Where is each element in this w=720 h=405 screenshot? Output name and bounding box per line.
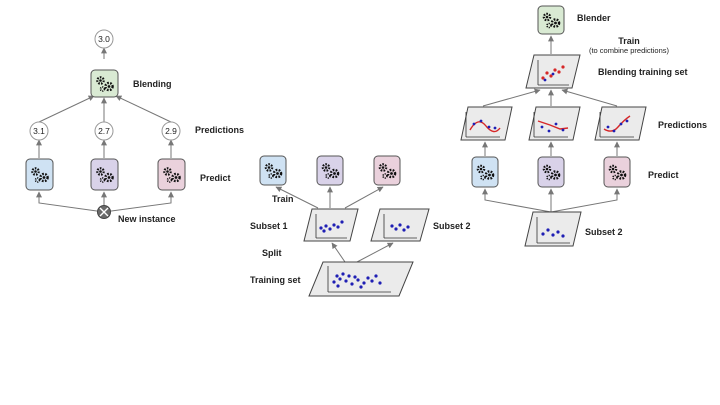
model-box-pink [373, 155, 401, 186]
prediction-value: 2.7 [98, 126, 110, 136]
subset1-label: Subset 1 [250, 221, 288, 231]
prediction-axes [599, 112, 634, 138]
edge-split-to-subset2 [356, 242, 394, 263]
subset2-points [541, 228, 565, 238]
training-set-axes [327, 266, 391, 293]
subset1-points [319, 220, 344, 233]
blending-set-axes [537, 60, 569, 86]
right-panel: Blender Train (to combine predictions) B… [460, 5, 707, 247]
predictions-label: Predictions [195, 125, 244, 135]
training-set-points [332, 272, 382, 289]
prediction-node [29, 121, 49, 141]
edge-instance-to-model1 [36, 191, 105, 213]
predict-label: Predict [648, 170, 679, 180]
predictions-label: Predictions [658, 120, 707, 130]
left-panel: 3.0 Blending 3.1 2.7 2.9 Predictions Pre… [25, 29, 244, 224]
prediction-curve [537, 120, 569, 130]
model-box-purple [316, 155, 344, 186]
prediction-points [540, 122, 565, 133]
new-instance-label: New instance [118, 214, 176, 224]
output-value: 3.0 [98, 34, 110, 44]
prediction-curve [603, 115, 631, 132]
prediction-panel-1 [460, 106, 513, 141]
blending-set-points [541, 65, 565, 80]
prediction-value: 2.9 [165, 126, 177, 136]
subset2-panel [524, 211, 582, 247]
edge-pred1-to-blendset [482, 88, 541, 107]
blender-box [537, 5, 565, 35]
subset2-axes [383, 214, 417, 239]
prediction-node [94, 121, 114, 141]
blender-box [90, 69, 119, 98]
predict-label: Predict [200, 173, 231, 183]
subset2-label: Subset 2 [585, 227, 623, 237]
model-box-blue [25, 158, 54, 191]
prediction-points [606, 119, 629, 133]
blending-label: Blending [133, 79, 172, 89]
model-box-blue [259, 155, 287, 186]
blending-set-label: Blending training set [598, 67, 688, 77]
subset1-axes [315, 214, 347, 239]
training-set-panel [308, 261, 414, 297]
model-box-pink [603, 156, 631, 188]
prediction-node [161, 121, 181, 141]
middle-panel: Train Subset 1 Subset 2 Split [250, 155, 471, 297]
model-box-pink [157, 158, 186, 191]
prediction-points [472, 119, 497, 130]
edge-pred3-to-blend [115, 95, 172, 123]
prediction-axes [465, 112, 500, 138]
subset2-label: Subset 2 [433, 221, 471, 231]
edge-split-to-subset1 [331, 242, 346, 263]
edge-subset1-to-model3 [344, 186, 384, 209]
blender-label: Blender [577, 13, 611, 23]
model-box-purple [90, 158, 119, 191]
train-label: Train [618, 36, 640, 46]
subset1-panel [303, 208, 359, 242]
blending-set-points-blue [543, 72, 555, 82]
model-box-blue [471, 156, 499, 188]
edge-pred1-to-blend [38, 95, 95, 123]
blending-set-panel [525, 54, 581, 89]
subset2-axes [536, 217, 570, 244]
output-node [94, 29, 114, 49]
model-box-purple [537, 156, 565, 188]
prediction-axes [533, 112, 568, 138]
training-set-label: Training set [250, 275, 301, 285]
edge-subset2-to-model3 [550, 188, 620, 213]
edge-instance-to-model3 [103, 191, 174, 213]
prediction-panel-2 [528, 106, 581, 141]
prediction-value: 3.1 [33, 126, 45, 136]
edge-subset1-to-model1 [275, 186, 319, 209]
subset2-points [390, 223, 410, 232]
train-sublabel: (to combine predictions) [589, 46, 670, 55]
edge-subset2-to-model1 [482, 188, 552, 213]
split-label: Split [262, 248, 282, 258]
train-label: Train [272, 194, 294, 204]
x-circle-mark [99, 207, 109, 217]
edge-pred3-to-blendset [561, 88, 618, 107]
